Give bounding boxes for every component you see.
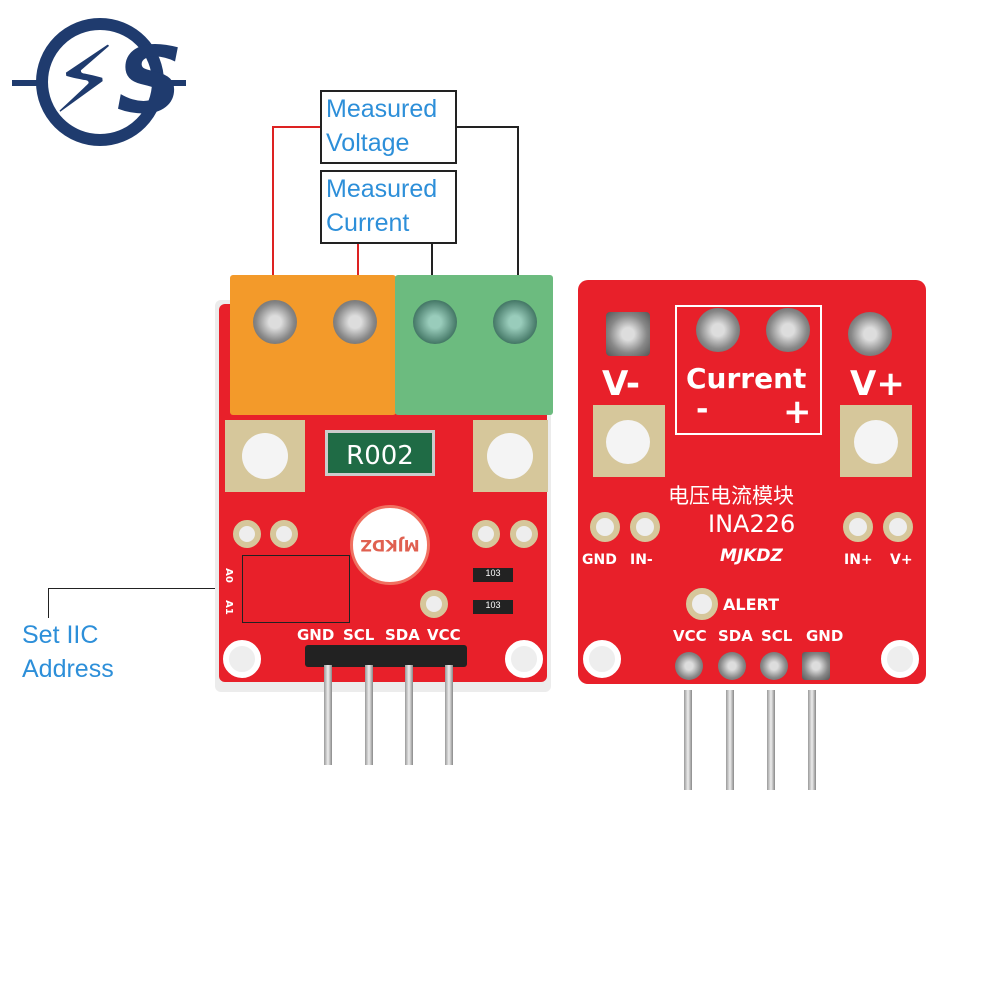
mjkdz-sticker: MJKDZ [350,505,430,585]
address-jumper-box [242,555,350,623]
brand-label: MJKDZ [720,546,783,566]
voltage-red-h [272,126,320,128]
screw-1 [253,300,297,344]
voltage-black-h [456,126,518,128]
brand-logo [36,18,164,146]
v-minus-label: V- [602,364,640,404]
green-terminal [395,275,553,415]
screw-4 [493,300,537,344]
iic-line-v [48,588,49,618]
voltage-black-v [517,126,519,316]
logo-bar-left [12,80,42,86]
front-pin-sda [405,665,413,765]
iic-line-h [48,588,242,589]
front-pin-label-sda: SDA [385,626,420,644]
current-label: Current [686,362,807,395]
screw-3 [413,300,457,344]
front-pin-gnd [324,665,332,765]
alert-label: ALERT [723,595,780,614]
smd-resistor-1: 103 [473,568,513,582]
front-pin-scl [365,665,373,765]
measured-voltage-label: Measured Voltage [320,90,457,164]
front-pin-label-gnd: GND [297,626,335,644]
measured-current-label: Measured Current [320,170,457,244]
back-board: Current - + V- V+ 电压电流模块 INA226 MJKDZ GN… [578,280,926,696]
alert-pad [686,588,718,620]
logo-bar-right [158,80,186,86]
front-board: R002 MJKDZ A0 A1 103 103 GND SCL SDA VCC [215,275,553,692]
back-pin-scl [767,690,775,790]
screw-2 [333,300,377,344]
front-pin-label-scl: SCL [343,626,375,644]
back-screw-2 [696,308,740,352]
back-screw-4 [848,312,892,356]
front-pin-vcc [445,665,453,765]
chip-name: INA226 [708,510,796,538]
chinese-title: 电压电流模块 [668,484,794,508]
back-screw-3 [766,308,810,352]
back-pin-gnd [808,690,816,790]
orange-terminal [230,275,396,415]
back-screw-1 [606,312,650,356]
back-pin-sda [726,690,734,790]
current-outline [675,305,822,435]
v-plus-label: V+ [850,364,905,404]
front-pin-header [305,645,467,667]
front-pin-label-vcc: VCC [427,626,461,644]
voltage-red-v [272,126,274,316]
back-pin-vcc [684,690,692,790]
shunt-resistor: R002 [325,430,435,476]
logo-letters: ⚡S [52,27,183,134]
set-iic-address-label: Set IIC Address [22,621,114,683]
smd-resistor-2: 103 [473,600,513,614]
